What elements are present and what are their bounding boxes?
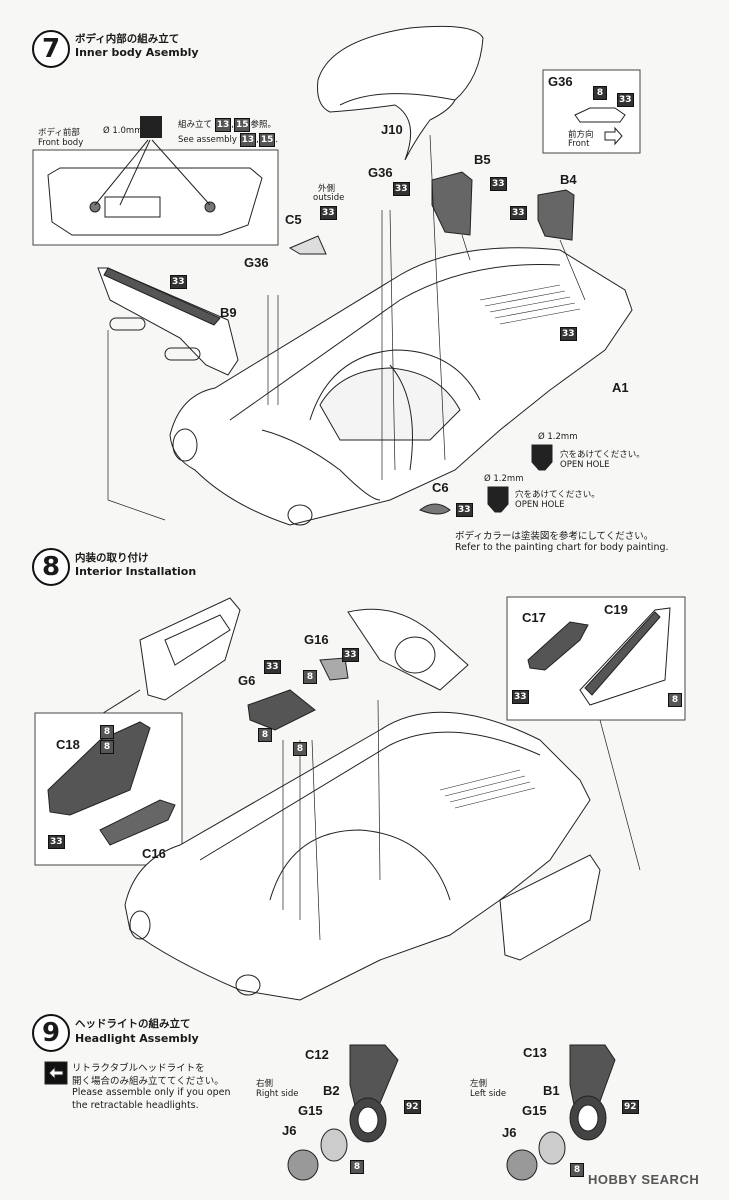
g36-inset-label: G36: [548, 74, 573, 89]
step-8-title-en: Interior Installation: [75, 565, 197, 578]
cement-33-g6: 33: [264, 660, 281, 674]
glue-8-g6-right: 8: [293, 742, 307, 756]
headlight-note-jp-1: リトラクタブルヘッドライトを: [72, 1063, 205, 1074]
right-side-label-en: Right side: [256, 1089, 299, 1099]
front-body-label-jp: ボディ前部: [38, 128, 80, 138]
hole-2-size: Ø 1.2mm: [484, 474, 524, 484]
cement-33-g16: 33: [342, 648, 359, 662]
paint-note-en: Refer to the painting chart for body pai…: [455, 542, 669, 553]
g36-inset-cement-33: 33: [617, 93, 634, 107]
part-label-j6-right: J6: [282, 1123, 297, 1138]
cement-33-c16: 33: [48, 835, 65, 849]
glue-8-c19: 8: [668, 693, 682, 707]
front-direction-jp: 前方向: [568, 130, 594, 140]
cement-33-c17: 33: [512, 690, 529, 704]
cement-92-left: 92: [622, 1100, 639, 1114]
part-label-c18: C18: [56, 737, 80, 752]
part-label-g16: G16: [304, 632, 329, 647]
front-body-label-en: Front body: [38, 138, 84, 148]
part-label-c17: C17: [522, 610, 546, 625]
part-label-j10: J10: [381, 122, 403, 137]
headlight-note-en-1: Please assemble only if you open: [72, 1087, 231, 1098]
step-7-title-jp: ボディ内部の組み立て: [75, 33, 180, 45]
part-label-g36-top: G36: [368, 165, 393, 180]
step-9-title-jp: ヘッドライトの組み立て: [75, 1018, 191, 1030]
step-9-title-en: Headlight Assembly: [75, 1032, 199, 1045]
step-8-title-jp: 内装の取り付け: [75, 552, 149, 564]
assembly-reference-en: See assembly 13,15.: [178, 133, 279, 147]
glue-8-c18-top: 8: [100, 725, 114, 739]
hole-2-en: OPEN HOLE: [515, 500, 565, 510]
part-label-c6: C6: [432, 480, 449, 495]
left-side-label-jp: 左側: [470, 1079, 488, 1089]
cement-33-b5: 33: [490, 177, 507, 191]
hole-1-jp: 穴をあけてください。: [560, 450, 645, 460]
headlight-note-jp-2: 開く場合のみ組み立ててください。: [72, 1076, 224, 1087]
left-side-label-en: Left side: [470, 1089, 507, 1099]
part-label-b2: B2: [323, 1083, 340, 1098]
glue-8-g6-left: 8: [258, 728, 272, 742]
hobby-search-watermark: HOBBY SEARCH: [588, 1172, 700, 1187]
part-label-g6: G6: [238, 673, 256, 688]
step-7-title-en: Inner body Asembly: [75, 46, 199, 59]
glue-8-left: 8: [570, 1163, 584, 1177]
g36-inset-cement-8: 8: [593, 86, 607, 100]
drill-size-label: Ø 1.0mm: [103, 126, 143, 136]
cement-33-c5: 33: [320, 206, 337, 220]
right-side-label-jp: 右側: [256, 1079, 274, 1089]
glue-8-right: 8: [350, 1160, 364, 1174]
part-label-g15-left: G15: [522, 1103, 547, 1118]
outside-label-jp: 外側: [318, 184, 336, 194]
step-8-number: 8: [32, 548, 70, 586]
cement-92-right: 92: [404, 1100, 421, 1114]
hole-2-jp: 穴をあけてください。: [515, 490, 600, 500]
cement-33-c6: 33: [456, 503, 473, 517]
paint-note-jp: ボディカラーは塗装図を参考にしてください。: [455, 531, 654, 542]
part-label-b1: B1: [543, 1083, 560, 1098]
part-label-c16: C16: [142, 846, 166, 861]
part-label-c12: C12: [305, 1047, 329, 1062]
part-label-g15-right: G15: [298, 1103, 323, 1118]
outside-label-en: outside: [313, 193, 345, 203]
cement-33-b9: 33: [170, 275, 187, 289]
hole-1-size: Ø 1.2mm: [538, 432, 578, 442]
part-label-j6-left: J6: [502, 1125, 517, 1140]
hole-1-en: OPEN HOLE: [560, 460, 610, 470]
cement-33-g36-top: 33: [393, 182, 410, 196]
part-label-b5: B5: [474, 152, 491, 167]
part-label-c19: C19: [604, 602, 628, 617]
part-label-a1: A1: [612, 380, 629, 395]
part-label-c5: C5: [285, 212, 302, 227]
glue-8-g16: 8: [303, 670, 317, 684]
part-label-c13: C13: [523, 1045, 547, 1060]
front-direction-en: Front: [568, 139, 590, 149]
part-label-g36-left: G36: [244, 255, 269, 270]
glue-8-c18-mid: 8: [100, 740, 114, 754]
headlight-note-en-2: the retractable headlights.: [72, 1100, 199, 1111]
part-label-b4: B4: [560, 172, 577, 187]
part-label-b9: B9: [220, 305, 237, 320]
step-9-number: 9: [32, 1014, 70, 1052]
cement-33-b4: 33: [510, 206, 527, 220]
cement-33-a1: 33: [560, 327, 577, 341]
drill-bit-icon: [140, 116, 162, 138]
step-7-number: 7: [32, 30, 70, 68]
